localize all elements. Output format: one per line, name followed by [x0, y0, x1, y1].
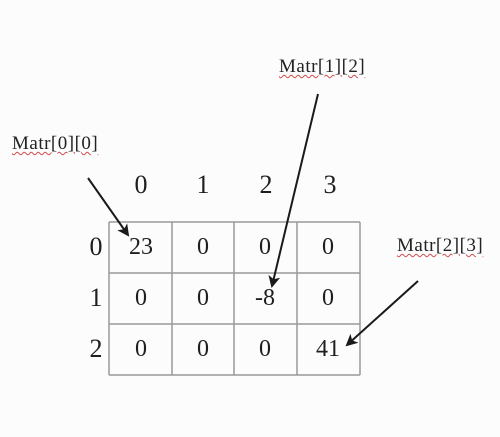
column-header-2: 2: [259, 170, 273, 199]
column-header-3: 3: [323, 170, 337, 199]
cell-2-3: 41: [316, 336, 340, 362]
cell-2-2: 0: [259, 336, 271, 362]
cell-0-1: 0: [197, 234, 209, 260]
label-matr-1-2-text: Matr[1][2]: [279, 56, 366, 77]
cell-0-2: 0: [259, 234, 271, 260]
row-header-2: 2: [89, 334, 103, 363]
arrow-matr-1-2: [268, 93, 319, 288]
cell-2-1: 0: [197, 336, 209, 362]
label-matr-2-3-text: Matr[2][3]: [397, 235, 484, 256]
cell-0-0: 23: [129, 234, 153, 260]
arrow-matr-0-0: [87, 177, 130, 237]
label-matr-0-0: Matr[0][0]: [12, 133, 98, 155]
cell-1-0: 0: [135, 285, 147, 311]
label-matr-0-0-text: Matr[0][0]: [12, 133, 99, 154]
cell-1-3: 0: [322, 285, 334, 311]
cell-2-0: 0: [135, 336, 147, 362]
cell-1-2: -8: [255, 285, 275, 311]
cell-0-3: 0: [322, 234, 334, 260]
arrow-matr-2-3: [345, 280, 419, 347]
label-matr-2-3: Matr[2][3]: [397, 235, 483, 257]
grid-vertical-lines: [108, 222, 361, 375]
label-matr-1-2: Matr[1][2]: [279, 56, 365, 78]
cell-1-1: 0: [197, 285, 209, 311]
column-header-1: 1: [196, 170, 210, 199]
row-header-0: 0: [89, 232, 103, 261]
row-header-1: 1: [89, 283, 103, 312]
column-header-0: 0: [134, 170, 148, 199]
